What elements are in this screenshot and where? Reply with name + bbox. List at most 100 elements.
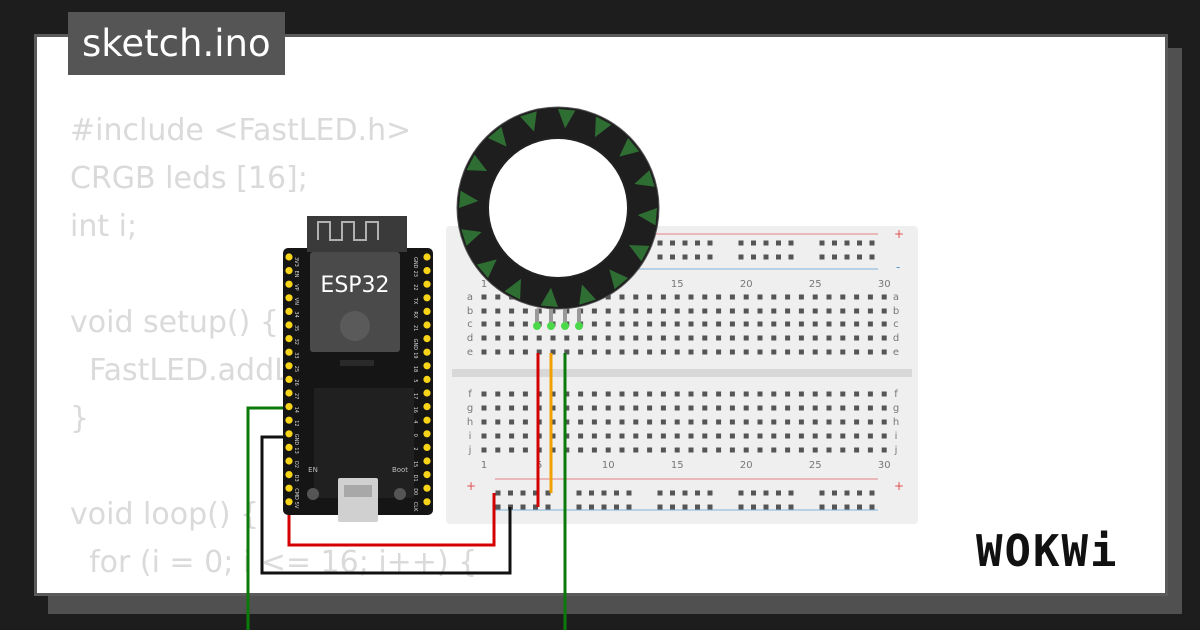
bb-hole <box>785 391 791 397</box>
bb-hole <box>647 433 653 439</box>
rail-hole <box>857 504 862 510</box>
bb-hole <box>867 433 873 439</box>
bb-hole <box>605 294 611 300</box>
bb-hole <box>495 308 501 314</box>
bb-hole <box>881 294 887 300</box>
bb-row-letter: c <box>893 319 899 330</box>
bb-hole <box>633 405 639 411</box>
rail-hole <box>751 490 756 496</box>
rail-hole <box>751 240 756 246</box>
bb-hole <box>729 308 735 314</box>
bb-hole <box>716 419 722 425</box>
ring-led <box>634 170 655 187</box>
rail-hole <box>670 240 675 246</box>
bb-hole <box>481 294 487 300</box>
bb-hole <box>729 335 735 341</box>
bb-hole <box>867 391 873 397</box>
bb-hole <box>688 349 694 355</box>
esp32-pin-label: 27 <box>293 393 299 399</box>
bb-hole <box>674 391 680 397</box>
esp32-pin-label: 3V3 <box>293 257 299 267</box>
bb-hole <box>481 321 487 327</box>
rail-hole <box>682 490 688 496</box>
bb-hole <box>619 321 625 327</box>
bb-hole <box>757 294 763 300</box>
bb-hole <box>619 308 625 314</box>
esp32-pin-label: 33 <box>293 352 299 358</box>
bb-hole <box>660 335 666 341</box>
rail-hole <box>614 490 619 496</box>
bb-hole <box>647 405 653 411</box>
esp32-pin-right <box>423 471 431 479</box>
esp32-pin-label: 15 <box>412 461 418 467</box>
bb-col-number: 25 <box>809 279 822 290</box>
en-label: EN <box>308 466 318 474</box>
rail-hole <box>788 504 794 510</box>
ring-led <box>579 284 596 305</box>
bb-hole <box>854 335 860 341</box>
ring-led <box>520 111 537 132</box>
bb-row-letter: f <box>894 389 898 400</box>
code-line: } <box>70 401 90 436</box>
bb-hole <box>854 294 860 300</box>
rail-hole <box>657 240 663 246</box>
led-ring[interactable] <box>456 106 660 330</box>
rail-hole <box>857 490 862 496</box>
wires[interactable] <box>246 353 567 630</box>
esp32-pin-label: 2 <box>412 447 418 450</box>
rail-plus-top-right: + <box>894 227 904 241</box>
esp32-board[interactable]: ESP32 EN Boot 3V3ENVPVN34353233252627141… <box>283 216 433 522</box>
esp32-pin-left <box>285 375 293 383</box>
bb-hole <box>660 405 666 411</box>
bb-hole <box>509 308 515 314</box>
esp32-pin-right <box>423 307 431 315</box>
bb-hole <box>564 335 570 341</box>
bb-hole <box>812 349 818 355</box>
en-button <box>307 488 319 500</box>
bb-hole <box>785 405 791 411</box>
bb-hole <box>716 321 722 327</box>
bb-hole <box>688 433 694 439</box>
bb-hole <box>605 405 611 411</box>
bb-hole <box>660 294 666 300</box>
bb-hole <box>881 349 887 355</box>
bb-hole <box>536 335 542 341</box>
esp32-pin-right <box>423 389 431 397</box>
bb-hole <box>757 433 763 439</box>
bb-hole <box>854 308 860 314</box>
ring-led <box>637 208 657 226</box>
bb-hole <box>881 447 887 453</box>
sketch-tab[interactable]: sketch.ino <box>68 12 285 75</box>
bb-hole <box>716 294 722 300</box>
bb-hole <box>633 308 639 314</box>
bb-hole <box>660 447 666 453</box>
rail-hole <box>589 504 594 510</box>
bb-hole <box>550 433 556 439</box>
bb-hole <box>647 349 653 355</box>
bb-row-letter: a <box>893 292 899 303</box>
bb-hole <box>716 308 722 314</box>
bb-hole <box>743 349 749 355</box>
bb-hole <box>881 321 887 327</box>
bb-hole <box>605 349 611 355</box>
bb-hole <box>729 419 735 425</box>
bb-hole <box>716 335 722 341</box>
rail-hole <box>763 240 769 246</box>
rail-hole <box>657 254 663 260</box>
bb-hole <box>509 349 515 355</box>
bb-hole <box>564 349 570 355</box>
bb-hole <box>522 321 528 327</box>
esp32-pin-right <box>423 362 431 370</box>
bb-hole <box>812 321 818 327</box>
bb-hole <box>495 447 501 453</box>
rail-hole <box>832 490 837 496</box>
bb-hole <box>550 447 556 453</box>
esp32-pin-left <box>285 280 293 288</box>
bb-hole <box>688 405 694 411</box>
bb-hole <box>867 447 873 453</box>
esp32-pin-label: D3 <box>293 475 299 482</box>
esp32-pin-label: 32 <box>293 339 299 345</box>
bb-hole <box>881 419 887 425</box>
bb-hole <box>647 419 653 425</box>
bb-hole <box>578 405 584 411</box>
